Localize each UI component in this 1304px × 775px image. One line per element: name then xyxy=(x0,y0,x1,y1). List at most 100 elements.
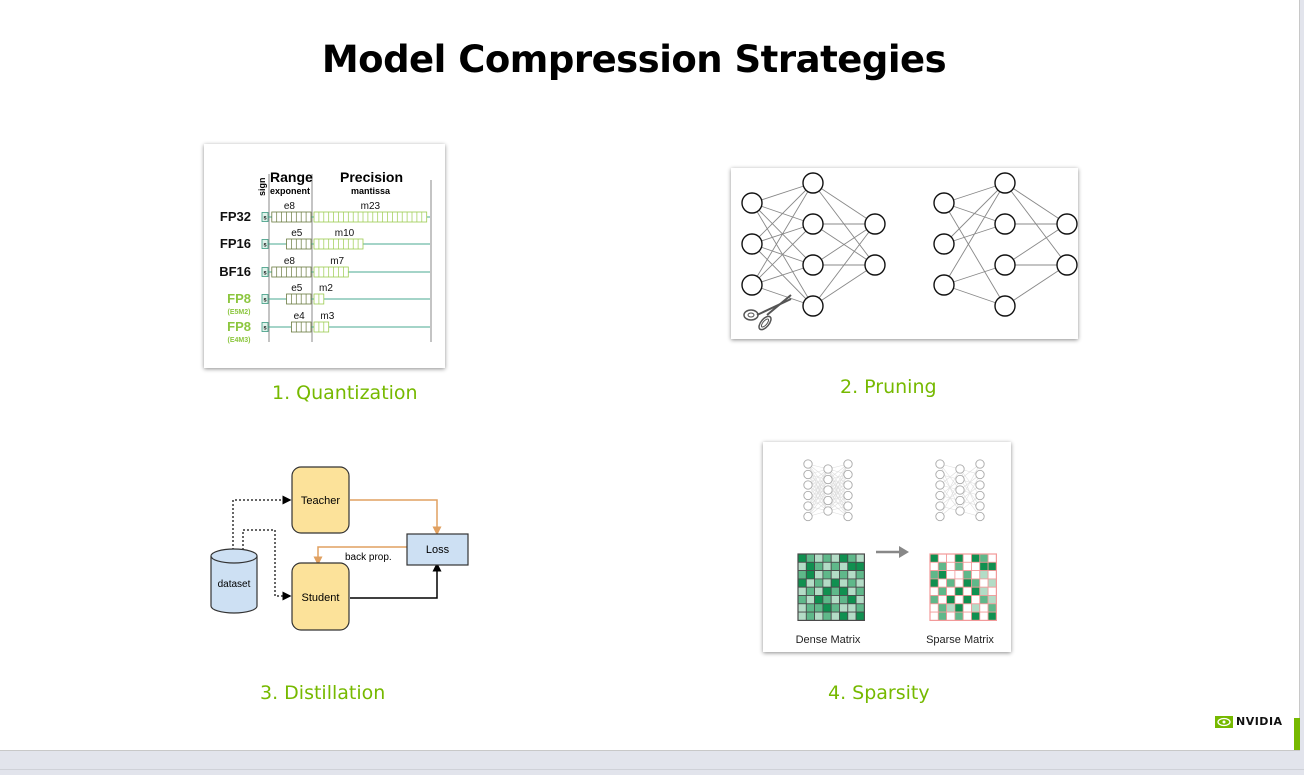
caption-distillation: 3. Distillation xyxy=(260,682,386,704)
matrix-cell xyxy=(814,603,824,613)
dataset-cylinder xyxy=(210,548,258,614)
matrix-cell xyxy=(946,553,956,563)
matrix-cell xyxy=(797,586,807,596)
matrix-cell xyxy=(987,586,997,596)
neuron xyxy=(935,511,945,522)
matrix-cell xyxy=(830,553,840,563)
matrix-cell xyxy=(830,570,840,580)
distillation-diagram: Teacher Student Loss back prop. dataset xyxy=(210,466,469,631)
matrix-cell xyxy=(954,611,964,621)
neuron xyxy=(843,469,853,480)
neuron xyxy=(955,495,965,506)
matrix-cell xyxy=(929,570,939,580)
matrix-cell xyxy=(954,578,964,588)
exponent-bits xyxy=(291,321,312,333)
neuron xyxy=(802,254,824,276)
matrix-cell xyxy=(946,561,956,572)
matrix-cell xyxy=(797,611,807,621)
matrix-cell xyxy=(855,611,865,621)
matrix-cell xyxy=(937,553,948,563)
nvidia-wordmark: NVIDIA xyxy=(1236,715,1283,728)
sign-label: s xyxy=(263,326,267,332)
exponent-header: exponent xyxy=(270,186,310,196)
matrix-cell xyxy=(797,570,807,580)
sign-label: s xyxy=(263,271,267,277)
neuron xyxy=(935,459,945,469)
matrix-cell xyxy=(979,603,989,613)
matrix-cell xyxy=(847,570,857,580)
slide: Model Compression Strategies sign Range … xyxy=(0,0,1300,751)
neuron xyxy=(803,501,813,511)
matrix-cell xyxy=(805,570,815,580)
neuron xyxy=(803,480,813,490)
connection xyxy=(812,264,876,307)
neuron xyxy=(823,495,833,506)
matrix-cell xyxy=(937,611,948,621)
matrix-cell xyxy=(987,561,997,572)
matrix-cell xyxy=(937,570,948,580)
neuron xyxy=(802,295,824,317)
matrix-cell xyxy=(822,603,832,613)
matrix-cell xyxy=(946,595,956,605)
backprop-label: back prop. xyxy=(345,552,392,563)
matrix-cell xyxy=(822,553,832,563)
mantissa-bits xyxy=(313,293,325,305)
neuron xyxy=(843,501,853,511)
sign-bit xyxy=(261,294,269,304)
neuron xyxy=(803,490,813,501)
nvidia-logo: NVIDIA xyxy=(1215,715,1283,728)
neuron xyxy=(823,464,833,474)
matrix-cell xyxy=(979,611,989,621)
right-edge xyxy=(1300,0,1304,751)
neuron xyxy=(823,506,833,516)
matrix-cell xyxy=(822,595,832,605)
matrix-cell xyxy=(814,595,824,605)
neuron xyxy=(955,485,965,495)
matrix-cell xyxy=(979,578,989,588)
arrow-right-icon xyxy=(876,546,909,558)
neuron xyxy=(933,192,955,214)
neuron xyxy=(823,474,833,485)
range-header: Range xyxy=(270,169,313,185)
matrix-cell xyxy=(822,561,832,572)
matrix-cell xyxy=(929,595,939,605)
neuron xyxy=(994,295,1016,317)
matrix-cell xyxy=(971,570,981,580)
exponent-bits xyxy=(286,293,312,305)
matrix-cell xyxy=(839,553,849,563)
brand-accent-bar xyxy=(1294,718,1300,750)
dense-network-mini xyxy=(803,459,853,522)
neuron xyxy=(864,254,886,276)
exponent-bits xyxy=(271,266,312,278)
connection xyxy=(1004,264,1068,307)
matrix-cell xyxy=(822,611,832,621)
format-name: BF16 xyxy=(219,264,251,279)
matrix-cell xyxy=(937,578,948,588)
mantissa-label: m3 xyxy=(320,311,334,322)
neuron xyxy=(864,213,886,235)
matrix-cell xyxy=(839,561,849,572)
neuron xyxy=(803,469,813,480)
matrix-cell xyxy=(847,595,857,605)
dense-matrix-label: Dense Matrix xyxy=(796,634,861,646)
connection xyxy=(751,284,814,307)
sparsity-diagram: Dense Matrix Sparse Matrix xyxy=(796,459,998,646)
neuron xyxy=(994,213,1016,235)
matrix-cell xyxy=(937,561,948,572)
matrix-cell xyxy=(830,561,840,572)
dense-matrix xyxy=(797,553,866,622)
exponent-label: e8 xyxy=(284,201,296,212)
connection xyxy=(812,223,876,307)
student-to-loss-arrow xyxy=(350,562,442,599)
matrix-cell xyxy=(937,586,948,596)
teacher-to-loss-arrow xyxy=(350,499,442,536)
neuron xyxy=(803,459,813,469)
distillation-figure: Teacher Student Loss back prop. dataset xyxy=(205,460,480,635)
connection xyxy=(812,223,876,266)
pruning-diagram xyxy=(741,172,1078,331)
neuron xyxy=(843,490,853,501)
matrix-cell xyxy=(814,561,824,572)
matrix-cell xyxy=(962,570,972,580)
matrix-cell xyxy=(979,561,989,572)
